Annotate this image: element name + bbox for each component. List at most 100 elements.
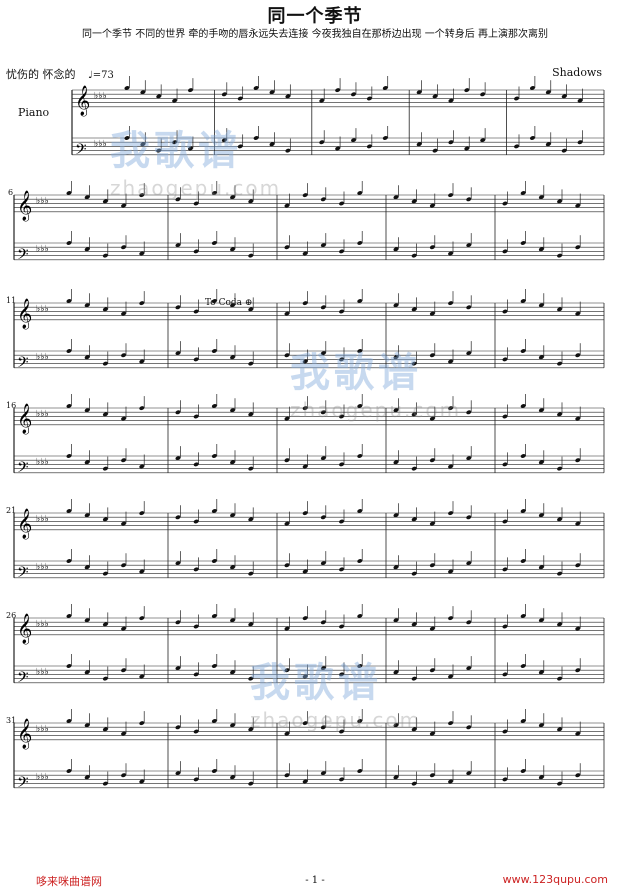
note-head [193, 624, 199, 629]
footer-site-url: www.123qupu.com [502, 873, 608, 886]
measure-number: 31 [6, 716, 17, 725]
note-head [411, 727, 417, 732]
note-head [575, 773, 581, 778]
instrument-label: Piano [18, 106, 50, 119]
key-signature-flats: ♭♭♭ [94, 139, 107, 149]
note-head [221, 138, 227, 143]
note-head [320, 305, 326, 310]
note-head [121, 731, 127, 736]
key-signature-flats: ♭♭♭ [36, 619, 49, 629]
note-head [175, 620, 181, 625]
note-head [121, 245, 127, 250]
note-head [320, 456, 326, 461]
note-head [466, 410, 472, 415]
composer-name: Shadows [552, 66, 602, 79]
note-head [284, 563, 290, 568]
note-head [248, 253, 254, 258]
bass-clef-icon: 𝄢 [17, 459, 29, 480]
note-head [538, 775, 544, 780]
note-head [357, 664, 363, 668]
bass-clef-icon: 𝄢 [17, 774, 29, 795]
note-head [520, 241, 526, 245]
note-head [84, 460, 90, 465]
note-head [320, 771, 326, 776]
note-head [393, 565, 399, 570]
note-head [557, 571, 563, 576]
note-head [102, 781, 108, 786]
note-head [253, 86, 259, 90]
note-head [320, 243, 326, 248]
note-head [448, 674, 454, 679]
note-head [211, 559, 217, 563]
note-head [248, 676, 254, 681]
expression-marking: 忧伤的 怀念的 [6, 68, 76, 81]
note-head [393, 513, 399, 518]
note-head [557, 412, 563, 417]
note-head [139, 301, 145, 306]
note-head [121, 203, 127, 208]
note-head [284, 521, 290, 526]
note-head [320, 725, 326, 730]
note-head [416, 90, 422, 95]
note-head [230, 408, 236, 413]
note-head [284, 626, 290, 631]
note-head [411, 307, 417, 312]
treble-clef-icon: 𝄞 [17, 298, 32, 330]
note-head [335, 146, 341, 151]
note-head [466, 305, 472, 310]
note-head [538, 460, 544, 465]
note-head [448, 464, 454, 469]
note-head [448, 301, 454, 306]
measure-number: 16 [6, 401, 17, 410]
note-head [139, 406, 145, 411]
note-head [393, 408, 399, 413]
note-head [302, 511, 308, 516]
note-head [366, 96, 372, 101]
note-head [429, 773, 435, 778]
note-head [230, 775, 236, 780]
note-head [339, 357, 345, 362]
note-head [211, 769, 217, 773]
tempo-marking: ♩=73 [88, 70, 114, 81]
note-head [557, 517, 563, 522]
note-head [121, 563, 127, 568]
note-head [411, 253, 417, 258]
note-head [121, 416, 127, 421]
note-head [538, 303, 544, 308]
note-head [411, 412, 417, 417]
note-head [448, 721, 454, 726]
key-signature-flats: ♭♭♭ [36, 562, 49, 572]
note-head [285, 94, 291, 99]
note-head [211, 191, 217, 195]
note-head [139, 569, 145, 574]
note-head [193, 519, 199, 524]
note-head [448, 779, 454, 784]
note-head [575, 668, 581, 673]
note-head [230, 618, 236, 623]
note-head [175, 351, 181, 356]
note-head [66, 191, 72, 195]
note-head [319, 98, 325, 103]
treble-clef-icon: 𝄞 [75, 85, 90, 117]
note-head [121, 311, 127, 316]
key-signature-flats: ♭♭♭ [36, 514, 49, 524]
note-head [84, 723, 90, 728]
note-head [339, 672, 345, 677]
note-head [557, 622, 563, 627]
note-head [557, 199, 563, 204]
treble-clef-icon: 𝄞 [17, 718, 32, 750]
note-head [139, 193, 145, 198]
note-head [66, 509, 72, 513]
note-head [502, 624, 508, 629]
note-head [339, 249, 345, 254]
note-head [121, 668, 127, 673]
note-head [102, 676, 108, 681]
note-head [248, 199, 254, 204]
note-head [538, 565, 544, 570]
key-signature-flats: ♭♭♭ [94, 91, 107, 101]
note-head [429, 563, 435, 568]
note-head [302, 674, 308, 679]
note-head [102, 307, 108, 312]
note-head [561, 148, 567, 153]
